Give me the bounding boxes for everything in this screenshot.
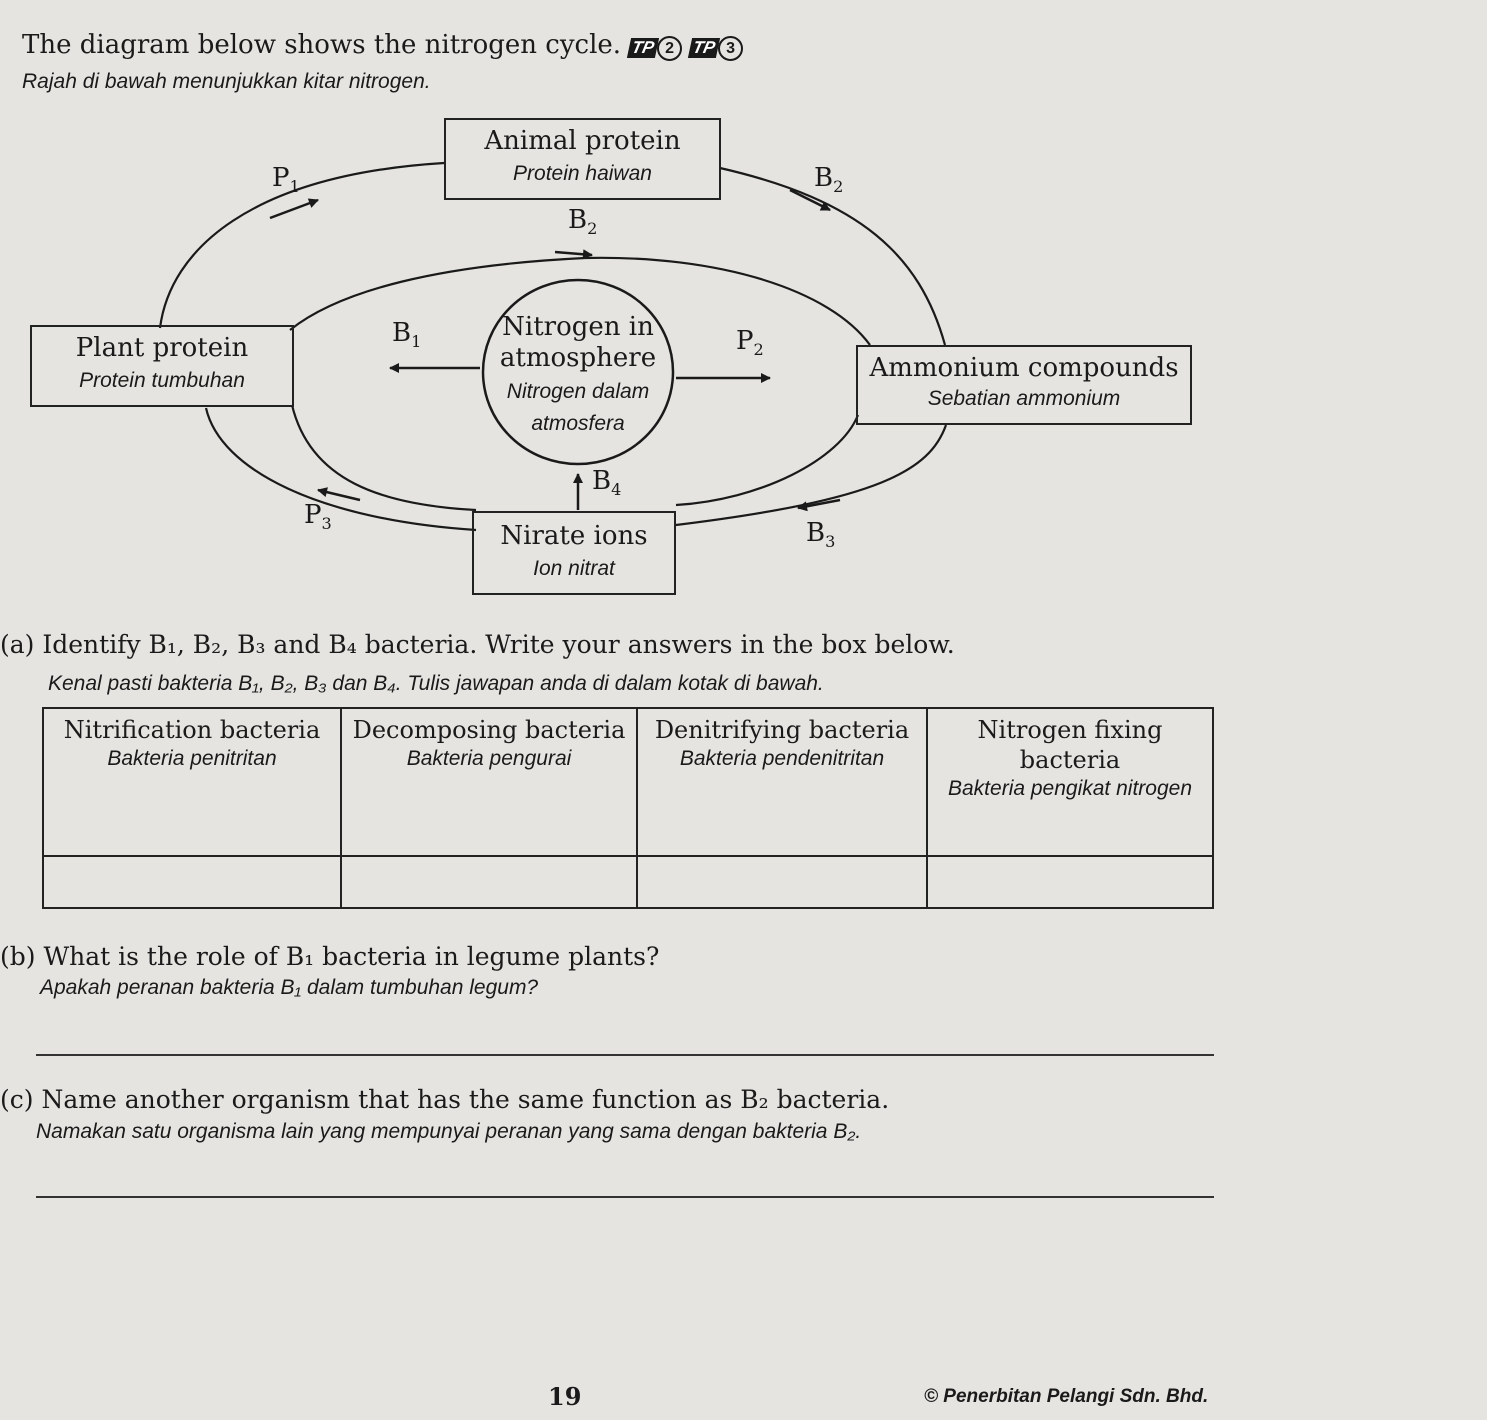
question-a-number: (a) xyxy=(0,630,35,659)
ammonium-ms: Sebatian ammonium xyxy=(927,387,1121,410)
label-B2-inner: B2 xyxy=(568,205,598,239)
plant-protein-en: Plant protein xyxy=(75,333,249,363)
arrow-B3 xyxy=(797,498,841,512)
tp-level-badge: 2 xyxy=(657,36,683,61)
atmosphere-en-line2: atmosphere xyxy=(499,343,657,373)
page-number: 19 xyxy=(548,1382,582,1411)
question-b-en: What is the role of B₁ bacteria in legum… xyxy=(43,942,660,971)
label-B2-top: B2 xyxy=(814,163,844,197)
question-a: (a) Identify B₁, B₂, B₃ and B₄ bacteria.… xyxy=(0,630,955,659)
copyright: © Penerbitan Pelangi Sdn. Bhd. xyxy=(924,1386,1209,1407)
question-c: (c) Name another organism that has the s… xyxy=(0,1085,889,1114)
arrow-P3 xyxy=(317,487,361,502)
question-b-number: (b) xyxy=(0,942,36,971)
animal-protein-en: Animal protein xyxy=(484,126,681,156)
nitrate-en: Nirate ions xyxy=(500,521,648,551)
question-a-ms: Kenal pasti bakteria B₁, B₂, B₃ dan B₄. … xyxy=(48,672,824,695)
plant-protein-ms: Protein tumbuhan xyxy=(79,369,245,392)
answer-cell-denitrifying[interactable] xyxy=(636,855,928,909)
question-b-ms: Apakah peranan bakteria B₁ dalam tumbuha… xyxy=(40,976,539,999)
label-B3: B3 xyxy=(806,518,836,552)
label-B4: B4 xyxy=(592,466,622,500)
question-c-ms: Namakan satu organisma lain yang mempuny… xyxy=(36,1120,862,1143)
answer-table: Nitrification bacteria Bakteria penitrit… xyxy=(42,707,1214,909)
header-denitrifying: Denitrifying bacteria Bakteria pendenitr… xyxy=(636,707,928,857)
animal-protein-ms: Protein haiwan xyxy=(513,162,652,185)
label-P1: P1 xyxy=(272,163,300,197)
ammonium-compounds-box: Ammonium compounds Sebatian ammonium xyxy=(856,345,1192,425)
tp-level-badge: 3 xyxy=(718,36,744,61)
header-nitrogen-fixing: Nitrogen fixing bacteria Bakteria pengik… xyxy=(926,707,1214,857)
atmosphere-circle xyxy=(481,278,675,466)
label-P3: P3 xyxy=(304,500,332,534)
header-decomposing: Decomposing bacteria Bakteria pengurai xyxy=(340,707,638,857)
atmosphere-ms-line2: atmosfera xyxy=(531,412,625,435)
answer-cell-nitrogen-fixing[interactable] xyxy=(926,855,1214,909)
question-c-en: Name another organism that has the same … xyxy=(41,1085,890,1114)
question-b: (b) What is the role of B₁ bacteria in l… xyxy=(0,942,659,971)
arrow-B2-inner xyxy=(554,249,593,260)
intro-ms: Rajah di bawah menunjukkan kitar nitroge… xyxy=(22,70,431,93)
intro-en: The diagram below shows the nitrogen cyc… xyxy=(22,30,622,60)
question-c-number: (c) xyxy=(0,1085,34,1114)
arrow-P1 xyxy=(269,198,319,220)
question-a-en: Identify B₁, B₂, B₃ and B₄ bacteria. Wri… xyxy=(42,630,955,659)
nitrate-ions-box: Nirate ions Ion nitrat xyxy=(472,511,676,595)
intro-text: The diagram below shows the nitrogen cyc… xyxy=(22,30,744,61)
atmosphere-en-line1: Nitrogen in xyxy=(502,312,654,342)
label-B1: B1 xyxy=(392,318,422,352)
atmosphere-ms-line1: Nitrogen dalam xyxy=(506,380,650,403)
answer-cell-decomposing[interactable] xyxy=(340,855,638,909)
nitrate-ms: Ion nitrat xyxy=(533,557,615,580)
answer-cell-nitrification[interactable] xyxy=(42,855,342,909)
nitrogen-cycle-diagram xyxy=(158,161,948,532)
label-P2: P2 xyxy=(736,326,764,360)
ammonium-en: Ammonium compounds xyxy=(869,353,1179,383)
header-nitrification: Nitrification bacteria Bakteria penitrit… xyxy=(42,707,342,857)
plant-protein-box: Plant protein Protein tumbuhan xyxy=(30,325,294,407)
answer-line-b[interactable] xyxy=(36,1054,1214,1056)
outer-cycle-path xyxy=(158,161,445,329)
arrow-B2-top xyxy=(789,188,831,212)
animal-protein-box: Animal protein Protein haiwan xyxy=(444,118,721,200)
answer-line-c[interactable] xyxy=(36,1196,1214,1198)
